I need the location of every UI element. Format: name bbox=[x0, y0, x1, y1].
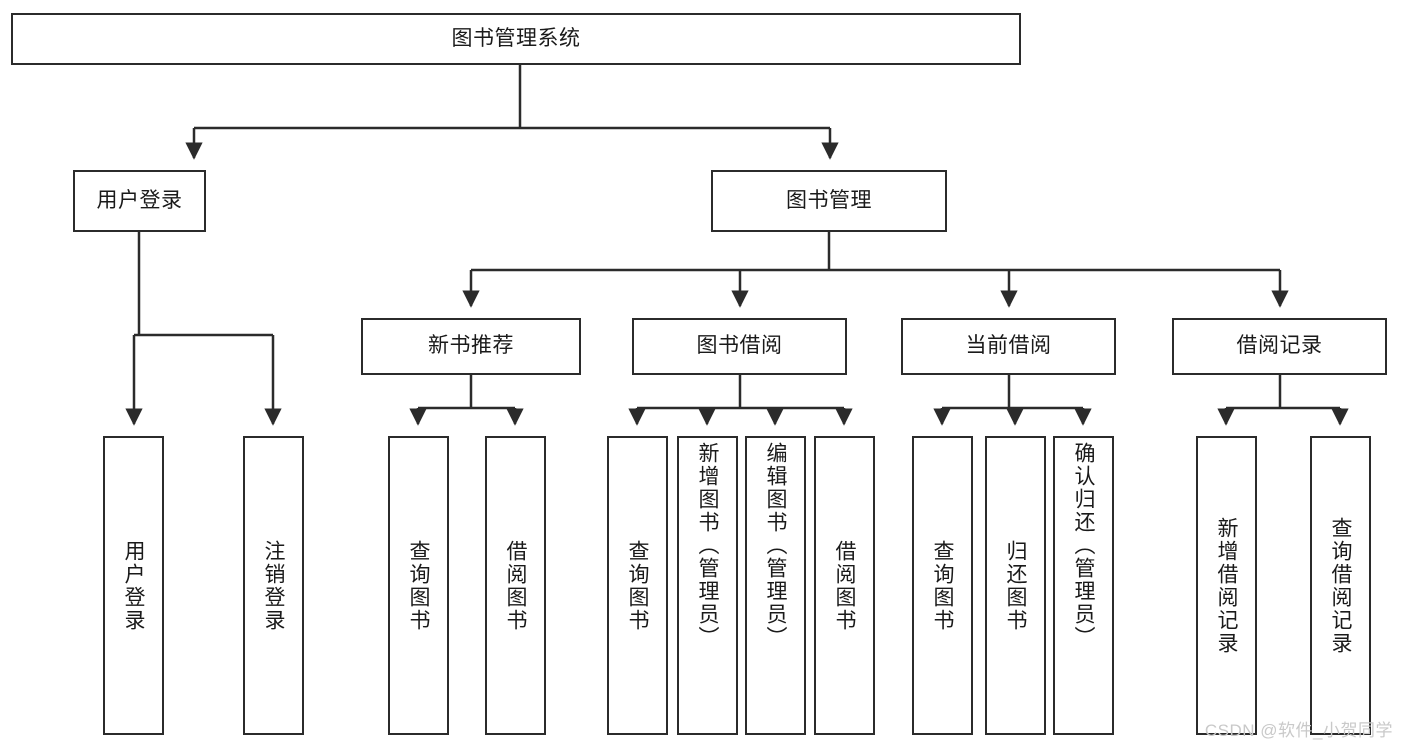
node-leaf-query-borrow-record-label: 查询借阅记录 bbox=[1329, 516, 1352, 655]
node-leaf-add-borrow-record-label: 新增借阅记录 bbox=[1215, 516, 1238, 655]
node-borrow-record[interactable]: 借阅记录 bbox=[1172, 318, 1387, 375]
node-leaf-query-borrow-record[interactable]: 查询借阅记录 bbox=[1310, 436, 1371, 735]
node-leaf-add-borrow-record[interactable]: 新增借阅记录 bbox=[1196, 436, 1257, 735]
node-leaf-edit-book-admin-label: 编辑图书（管理员） bbox=[764, 442, 787, 649]
node-user-login[interactable]: 用户登录 bbox=[73, 170, 206, 232]
node-leaf-borrow-book-1[interactable]: 借阅图书 bbox=[485, 436, 546, 735]
node-leaf-user-login[interactable]: 用户登录 bbox=[103, 436, 164, 735]
node-book-manage[interactable]: 图书管理 bbox=[711, 170, 947, 232]
node-leaf-user-logout-label: 注销登录 bbox=[262, 539, 285, 632]
node-current-borrow-label: 当前借阅 bbox=[965, 334, 1052, 358]
node-leaf-query-book-3[interactable]: 查询图书 bbox=[912, 436, 973, 735]
node-leaf-query-book-1-label: 查询图书 bbox=[407, 539, 430, 632]
node-root-label: 图书管理系统 bbox=[451, 26, 581, 50]
node-book-borrow[interactable]: 图书借阅 bbox=[632, 318, 847, 375]
node-leaf-add-book-admin[interactable]: 新增图书（管理员） bbox=[677, 436, 738, 735]
node-leaf-borrow-book-1-label: 借阅图书 bbox=[504, 539, 527, 632]
node-root[interactable]: 图书管理系统 bbox=[11, 13, 1021, 65]
node-leaf-query-book-1[interactable]: 查询图书 bbox=[388, 436, 449, 735]
node-leaf-add-book-admin-label: 新增图书（管理员） bbox=[696, 442, 719, 649]
node-leaf-confirm-return-admin[interactable]: 确认归还（管理员） bbox=[1053, 436, 1114, 735]
node-leaf-query-book-2-label: 查询图书 bbox=[626, 539, 649, 632]
node-user-login-label: 用户登录 bbox=[96, 188, 183, 212]
node-leaf-user-logout[interactable]: 注销登录 bbox=[243, 436, 304, 735]
node-current-borrow[interactable]: 当前借阅 bbox=[901, 318, 1116, 375]
node-leaf-return-book-label: 归还图书 bbox=[1004, 539, 1027, 632]
node-leaf-borrow-book-2-label: 借阅图书 bbox=[833, 539, 856, 632]
watermark-text: CSDN @软件_小贺同学 bbox=[1204, 721, 1393, 740]
node-leaf-edit-book-admin[interactable]: 编辑图书（管理员） bbox=[745, 436, 806, 735]
node-book-manage-label: 图书管理 bbox=[786, 188, 872, 212]
node-leaf-return-book[interactable]: 归还图书 bbox=[985, 436, 1046, 735]
node-leaf-confirm-return-admin-label: 确认归还（管理员） bbox=[1072, 442, 1095, 649]
node-book-borrow-label: 图书借阅 bbox=[696, 334, 783, 358]
node-leaf-borrow-book-2[interactable]: 借阅图书 bbox=[814, 436, 875, 735]
node-new-book-recommend[interactable]: 新书推荐 bbox=[361, 318, 581, 375]
node-leaf-query-book-2[interactable]: 查询图书 bbox=[607, 436, 668, 735]
node-leaf-user-login-label: 用户登录 bbox=[122, 539, 145, 632]
node-new-book-recommend-label: 新书推荐 bbox=[428, 334, 514, 358]
node-leaf-query-book-3-label: 查询图书 bbox=[931, 539, 954, 632]
node-borrow-record-label: 借阅记录 bbox=[1236, 334, 1323, 358]
